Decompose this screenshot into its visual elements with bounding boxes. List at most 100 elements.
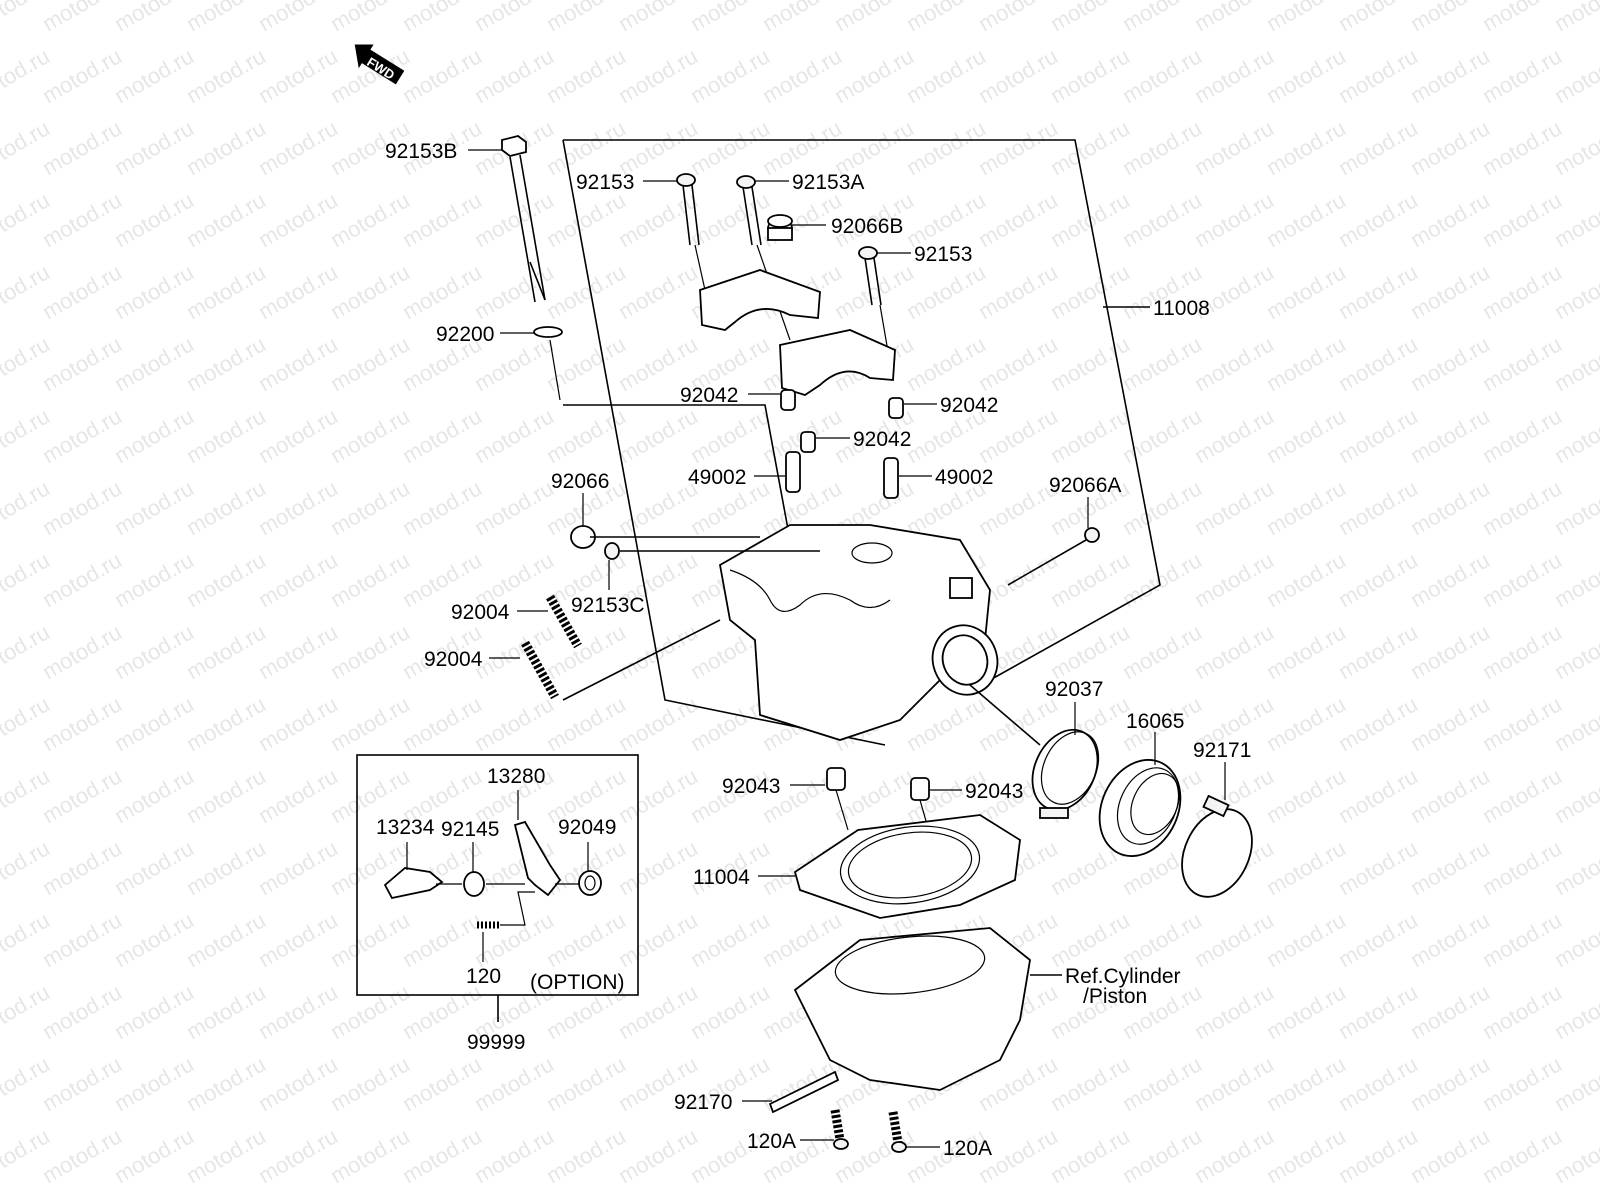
watermark-text: motod.ru [542, 691, 630, 756]
watermark-text: motod.ru [542, 1195, 630, 1200]
plate-92170-icon [768, 1070, 840, 1114]
watermark-text: motod.ru [1334, 187, 1422, 252]
label-92042-c: 92042 [853, 428, 911, 451]
watermark-text: motod.ru [110, 259, 198, 324]
watermark-text: motod.ru [974, 43, 1062, 108]
watermark-text: motod.ru [1406, 691, 1494, 756]
watermark-text: motod.ru [38, 331, 126, 396]
watermark-text: motod.ru [830, 43, 918, 108]
watermark-text: motod.ru [110, 331, 198, 396]
watermark-text: motod.ru [542, 331, 630, 396]
watermark-text: motod.ru [182, 403, 270, 468]
watermark-text: motod.ru [1190, 1123, 1278, 1188]
watermark-text: motod.ru [182, 1051, 270, 1116]
watermark-text: motod.ru [1406, 619, 1494, 684]
watermark-text: motod.ru [542, 907, 630, 972]
watermark-text: motod.ru [614, 979, 702, 1044]
watermark-text: motod.ru [182, 1123, 270, 1188]
label-49002-b: 49002 [935, 466, 993, 489]
watermark-text: motod.ru [1046, 259, 1134, 324]
watermark-text: motod.ru [1478, 619, 1566, 684]
watermark-text: motod.ru [1478, 187, 1566, 252]
watermark-text: motod.ru [1118, 187, 1206, 252]
label-92049: 92049 [558, 816, 616, 839]
watermark-text: motod.ru [326, 331, 414, 396]
watermark-text: motod.ru [614, 1123, 702, 1188]
watermark-text: motod.ru [1406, 1051, 1494, 1116]
watermark-text: motod.ru [1262, 1195, 1350, 1200]
watermark-text: motod.ru [1478, 1123, 1566, 1188]
label-16065: 16065 [1126, 710, 1184, 733]
label-92066A: 92066A [1049, 474, 1121, 497]
watermark-text: motod.ru [398, 1051, 486, 1116]
watermark-text: motod.ru [110, 1123, 198, 1188]
watermark-text: motod.ru [902, 259, 990, 324]
watermark-text: motod.ru [110, 619, 198, 684]
label-92171: 92171 [1193, 739, 1251, 762]
watermark-text: motod.ru [110, 1051, 198, 1116]
watermark-text: motod.ru [686, 43, 774, 108]
watermark-text: motod.ru [1478, 43, 1566, 108]
cylinder-head-icon [719, 524, 999, 741]
watermark-text: motod.ru [758, 43, 846, 108]
watermark-text: motod.ru [1478, 1195, 1566, 1200]
watermark-text: motod.ru [38, 907, 126, 972]
watermark-text: motod.ru [182, 691, 270, 756]
watermark-text: motod.ru [1406, 331, 1494, 396]
watermark-text: motod.ru [614, 907, 702, 972]
dowel-92042-icon [780, 389, 904, 453]
watermark-text: motod.ru [326, 1195, 414, 1200]
label-92066B: 92066B [831, 215, 903, 238]
label-99999: 99999 [467, 1031, 525, 1054]
watermark-text: motod.ru [38, 979, 126, 1044]
bolt-92153B-icon [501, 135, 563, 401]
watermark-text: motod.ru [1118, 547, 1206, 612]
watermark-text: motod.ru [326, 619, 414, 684]
watermark-text: motod.ru [1478, 835, 1566, 900]
watermark-text: motod.ru [326, 403, 414, 468]
label-92043-a: 92043 [722, 775, 780, 798]
watermark-text: motod.ru [1334, 547, 1422, 612]
watermark-text: motod.ru [1262, 259, 1350, 324]
watermark-text: motod.ru [1406, 907, 1494, 972]
label-120A-a: 120A [747, 1130, 796, 1153]
watermark-text: motod.ru [254, 43, 342, 108]
watermark-text: motod.ru [254, 115, 342, 180]
watermark-text: motod.ru [1334, 691, 1422, 756]
watermark-text: motod.ru [686, 403, 774, 468]
watermark-text: motod.ru [254, 619, 342, 684]
watermark-text: motod.ru [38, 115, 126, 180]
bolt-92153C-icon [604, 542, 820, 560]
watermark-text: motod.ru [1046, 619, 1134, 684]
label-92043-b: 92043 [965, 780, 1023, 803]
watermark-text: motod.ru [1478, 1051, 1566, 1116]
watermark-text: motod.ru [38, 1195, 126, 1200]
watermark-text: motod.ru [614, 187, 702, 252]
watermark-text: motod.ru [326, 1051, 414, 1116]
label-92145: 92145 [441, 818, 499, 841]
watermark-text: motod.ru [1478, 403, 1566, 468]
cylinder-ref-icon [793, 927, 1062, 1091]
watermark-text: motod.ru [1262, 979, 1350, 1044]
watermark-text: motod.ru [38, 259, 126, 324]
watermark-text: motod.ru [1262, 331, 1350, 396]
watermark-text: motod.ru [1262, 835, 1350, 900]
label-11008: 11008 [1153, 297, 1210, 320]
watermark-text: motod.ru [1406, 835, 1494, 900]
watermark-text: motod.ru [974, 187, 1062, 252]
watermark-text: motod.ru [398, 1123, 486, 1188]
watermark-text: motod.ru [830, 1123, 918, 1188]
watermark-text: motod.ru [614, 763, 702, 828]
ref-piston-label: /Piston [1083, 985, 1147, 1008]
watermark-text: motod.ru [254, 1051, 342, 1116]
bolt-92153-icon [676, 173, 706, 291]
watermark-text: motod.ru [110, 1195, 198, 1200]
watermark-text: motod.ru [110, 547, 198, 612]
watermark-text: motod.ru [902, 43, 990, 108]
bolt-120A-icon [830, 1109, 907, 1153]
watermark-text: motod.ru [830, 1195, 918, 1200]
watermark-text: motod.ru [542, 1123, 630, 1188]
watermark-text: motod.ru [1334, 1123, 1422, 1188]
watermark-text: motod.ru [614, 403, 702, 468]
